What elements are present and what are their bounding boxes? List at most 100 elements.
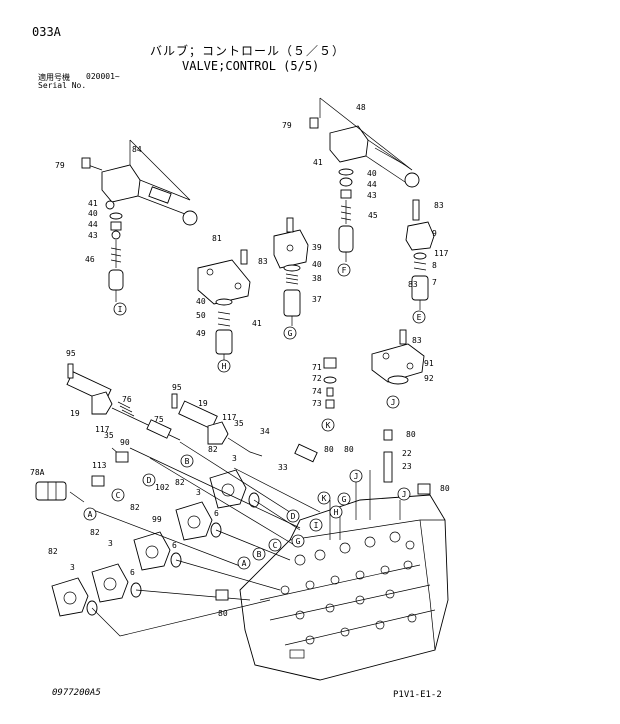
callout-e: E [412,310,426,324]
callout-j: J [386,395,400,409]
svg-text:K: K [322,494,327,503]
part-number-label: 90 [120,438,130,447]
drawing-number: 0977200A5 [52,688,101,698]
part-number-label: 99 [152,515,162,524]
svg-text:E: E [417,313,422,322]
part-number-label: 74 [312,387,322,396]
part-number-label: 6 [172,541,177,550]
part-number-label: 95 [172,383,182,392]
part-number-label: 49 [196,329,206,338]
part-number-label: 40 [367,169,377,178]
callout-g: G [291,534,305,548]
part-number-label: 83 [434,201,444,210]
part-number-label: 7 [432,278,437,287]
part-number-label: 82 [208,445,218,454]
serial-label-japanese: 適用号機 [38,73,70,82]
part-number-label: 19 [70,409,80,418]
part-number-label: 82 [175,478,185,487]
part-number-label: 37 [312,295,322,304]
part-number-label: 35 [104,431,114,440]
part-number-label: 117 [434,249,449,258]
part-number-label: 3 [196,488,201,497]
part-number-label: 92 [424,374,434,383]
part-number-label: 3 [70,563,75,572]
part-number-label: 45 [368,211,378,220]
callout-c: C [268,538,282,552]
serial-label: Serial No. [38,81,87,90]
serial-value: 020001~ [86,72,120,81]
part-number-label: 23 [402,462,412,471]
callout-g: G [337,492,351,506]
part-number-label: 6 [130,568,135,577]
part-number-label: 71 [312,363,322,372]
part-number-label: 9 [432,229,437,238]
callout-j: J [349,469,363,483]
part-number-label: 78A [30,468,45,477]
part-number-label: 48 [356,103,366,112]
sheet-reference: P1V1-E1-2 [393,690,442,700]
callout-a: A [83,507,97,521]
part-number-label: 50 [196,311,206,320]
callout-a: A [237,556,251,570]
callout-h: H [217,359,231,373]
svg-text:I: I [118,305,123,314]
svg-text:G: G [296,537,301,546]
valve-9-group [405,199,435,310]
part-number-label: 73 [312,399,322,408]
svg-text:D: D [147,476,152,485]
valve-84-group [81,139,198,302]
cover-91-group [371,329,425,385]
plug-parts [215,357,431,601]
svg-text:J: J [354,472,359,481]
callout-b: B [180,454,194,468]
svg-text:D: D [291,512,296,521]
page-title: VALVE;CONTROL (5/5) [182,59,320,73]
part-number-labels: 8479414044434648794140444345833940383781… [30,103,450,618]
svg-text:C: C [273,541,278,550]
part-number-label: 113 [92,461,107,470]
page-id: 033A [32,25,61,39]
svg-text:A: A [242,559,247,568]
left-lower-parts [35,363,263,503]
callout-i: I [309,518,323,532]
callout-c: C [111,488,125,502]
part-number-label: 44 [88,220,98,229]
part-number-label: 95 [66,349,76,358]
part-number-label: 80 [218,609,228,618]
part-number-label: 82 [48,547,58,556]
part-number-label: 83 [408,280,418,289]
part-number-label: 39 [312,243,322,252]
callout-j: J [397,487,411,501]
part-number-label: 3 [108,539,113,548]
callout-b: B [252,547,266,561]
part-number-label: 38 [312,274,322,283]
svg-text:F: F [342,266,347,275]
part-number-label: 82 [90,528,100,537]
svg-text:H: H [334,508,339,517]
svg-text:A: A [88,510,93,519]
callout-k: K [317,491,331,505]
part-number-label: 43 [88,231,98,240]
part-number-label: 34 [260,427,270,436]
callout-k: K [321,418,335,432]
part-number-label: 35 [234,419,244,428]
part-number-label: 83 [412,336,422,345]
part-number-label: 40 [196,297,206,306]
part-number-label: 83 [258,257,268,266]
callout-f: F [337,263,351,277]
part-number-label: 117 [222,413,237,422]
part-number-label: 19 [198,399,208,408]
callout-g: G [283,326,297,340]
part-number-label: 40 [88,209,98,218]
callout-i: I [113,302,127,316]
svg-text:G: G [342,495,347,504]
svg-text:C: C [116,491,121,500]
part-number-label: 46 [85,255,95,264]
callout-d: D [286,509,300,523]
part-number-label: 43 [367,191,377,200]
part-number-label: 8 [432,261,437,270]
callout-d: D [142,473,156,487]
part-number-label: 3 [232,454,237,463]
